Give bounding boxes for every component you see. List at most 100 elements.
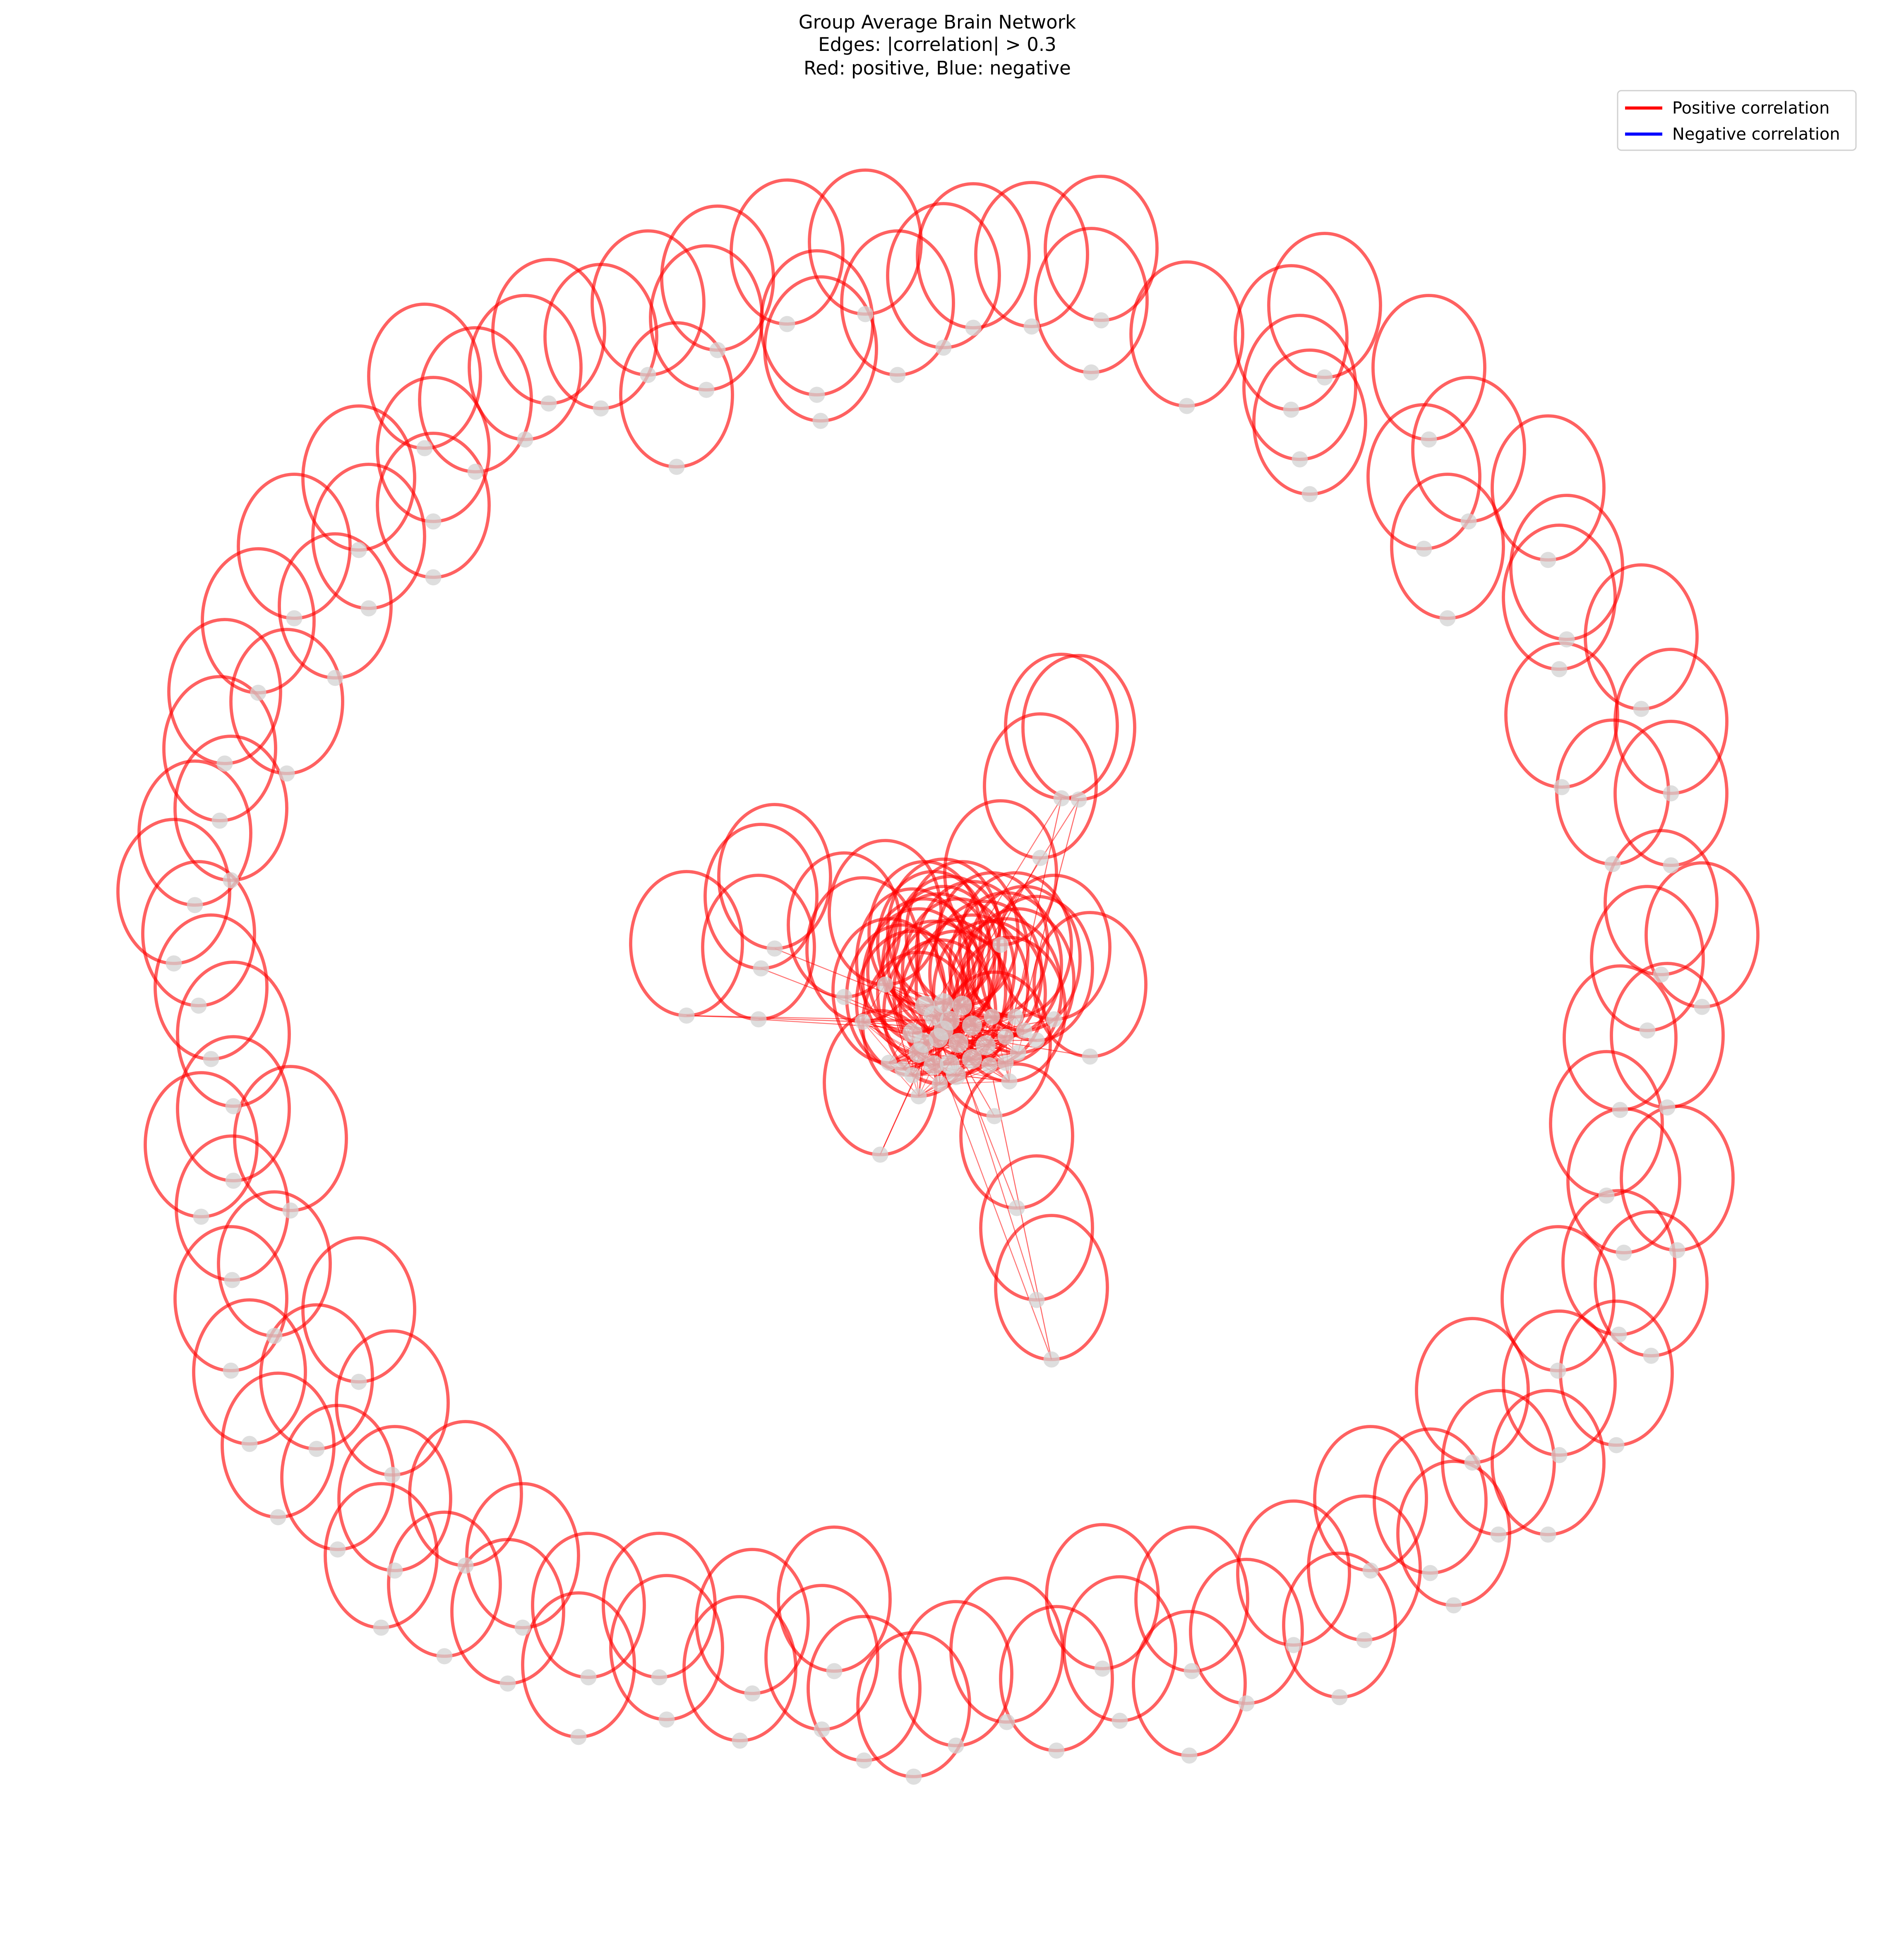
node-outer-37 <box>223 1362 239 1379</box>
node-center-35 <box>910 1088 927 1105</box>
node-outer-27 <box>223 872 239 889</box>
node-center-46 <box>946 1065 966 1085</box>
node-outer-59 <box>856 1752 872 1769</box>
title-line-2: Edges: |correlation| > 0.3 <box>818 34 1056 55</box>
node-outer-88 <box>1639 1022 1656 1039</box>
node-outer-4 <box>935 339 952 356</box>
edge-6 <box>686 1015 933 1021</box>
self-loop-edge-outer-10 <box>649 244 764 392</box>
node-outer-32 <box>225 1098 242 1115</box>
self-loop-edge-outer-89 <box>1645 861 1760 1009</box>
self-loop-edge-outer-6 <box>974 181 1089 328</box>
node-outer-28 <box>187 897 203 913</box>
node-outer-22 <box>286 610 302 627</box>
node-outer-56 <box>732 1732 748 1749</box>
node-outer-42 <box>270 1509 286 1525</box>
node-outer-70 <box>1331 1689 1348 1705</box>
node-outer-51 <box>580 1669 597 1686</box>
node-outer-72 <box>1362 1562 1379 1579</box>
node-center-2 <box>1032 850 1049 866</box>
node-outer-57 <box>814 1721 830 1738</box>
node-outer-99 <box>1439 610 1456 627</box>
node-outer-60 <box>905 1768 922 1785</box>
node-center-13 <box>1008 1200 1025 1216</box>
self-loop-edge-outer-70 <box>1282 1552 1397 1699</box>
node-outer-87 <box>1659 1099 1676 1116</box>
node-center-26 <box>948 1033 968 1053</box>
node-outer-74 <box>1445 1597 1462 1614</box>
self-loop-edge-outer-107 <box>1129 260 1244 408</box>
node-center-19 <box>952 995 972 1016</box>
node-outer-83 <box>1598 1187 1615 1204</box>
self-loop-edge-outer-12 <box>543 263 658 410</box>
self-loop-edge-outer-19 <box>311 463 426 610</box>
self-loop-edge-outer-27 <box>173 735 288 882</box>
self-loop-edge-outer-95 <box>1584 563 1699 711</box>
node-outer-10 <box>698 382 715 398</box>
node-outer-61 <box>948 1737 964 1754</box>
node-outer-85 <box>1669 1242 1685 1259</box>
node-outer-0 <box>779 316 795 332</box>
node-center-0 <box>1053 790 1070 807</box>
node-outer-80 <box>1550 1362 1566 1379</box>
node-outer-81 <box>1611 1326 1627 1343</box>
node-outer-36 <box>224 1272 240 1288</box>
node-outer-102 <box>1421 431 1437 448</box>
self-loop-edge-outer-36 <box>175 1134 290 1282</box>
node-center-10 <box>836 989 852 1005</box>
node-center-7 <box>750 1011 767 1028</box>
self-loop-edge-outer-79 <box>1559 1299 1674 1447</box>
node-outer-69 <box>1285 1637 1302 1653</box>
title-line-3: Red: positive, Blue: negative <box>804 57 1071 79</box>
node-outer-63 <box>1048 1742 1065 1759</box>
node-outer-103 <box>1301 486 1318 502</box>
self-loop-edge-center-15 <box>994 1214 1109 1361</box>
node-outer-65 <box>1112 1713 1128 1729</box>
node-outer-23 <box>278 765 295 782</box>
node-outer-53 <box>651 1669 667 1686</box>
self-loop-edge-center-13 <box>959 1062 1074 1210</box>
node-center-14 <box>1028 1292 1045 1308</box>
legend-label-positive: Positive correlation <box>1672 98 1829 118</box>
self-loop-edge-outer-8 <box>1044 175 1159 322</box>
long-edge-2 <box>992 1080 1052 1360</box>
node-outer-18 <box>425 569 442 586</box>
node-center-47 <box>1001 1073 1018 1090</box>
node-outer-91 <box>1653 966 1669 983</box>
legend-label-negative: Negative correlation <box>1672 125 1840 144</box>
node-outer-24 <box>250 685 266 701</box>
node-outer-90 <box>1604 856 1621 872</box>
node-outer-75 <box>1464 1454 1481 1471</box>
node-outer-40 <box>308 1441 325 1457</box>
node-center-40 <box>1016 1022 1032 1039</box>
self-loop-edge-outer-58 <box>777 1525 892 1673</box>
node-outer-16 <box>425 513 442 530</box>
self-loop-edge-outer-87 <box>1610 962 1725 1109</box>
self-loop-edge-outer-20 <box>301 404 416 552</box>
node-outer-47 <box>373 1619 389 1636</box>
node-outer-45 <box>387 1562 403 1579</box>
node-outer-52 <box>570 1729 587 1745</box>
self-loop-edge-outer-41 <box>192 1298 307 1446</box>
node-outer-108 <box>812 413 829 429</box>
node-center-33 <box>894 1061 911 1077</box>
self-loop-edge-outer-11 <box>591 229 706 377</box>
node-center-41 <box>1028 1032 1045 1049</box>
self-loop-edge-outer-57 <box>764 1584 879 1731</box>
node-outer-97 <box>1558 631 1575 648</box>
node-outer-55 <box>744 1685 761 1702</box>
long-edge-0 <box>686 1015 863 1023</box>
node-center-48 <box>1007 1009 1024 1025</box>
self-loop-edge-outer-31 <box>154 913 269 1061</box>
node-outer-86 <box>1612 1102 1628 1118</box>
node-outer-106 <box>1316 369 1333 386</box>
node-center-30 <box>940 1010 960 1030</box>
node-outer-101 <box>1416 540 1432 557</box>
node-outer-73 <box>1422 1565 1438 1581</box>
legend: Positive correlation Negative correlatio… <box>1617 90 1857 151</box>
self-loop-edge-outer-22 <box>237 473 352 620</box>
node-outer-84 <box>1616 1244 1632 1261</box>
node-outer-17 <box>416 440 433 456</box>
node-outer-15 <box>467 464 484 480</box>
self-loop-edge-outer-102 <box>1371 294 1486 441</box>
